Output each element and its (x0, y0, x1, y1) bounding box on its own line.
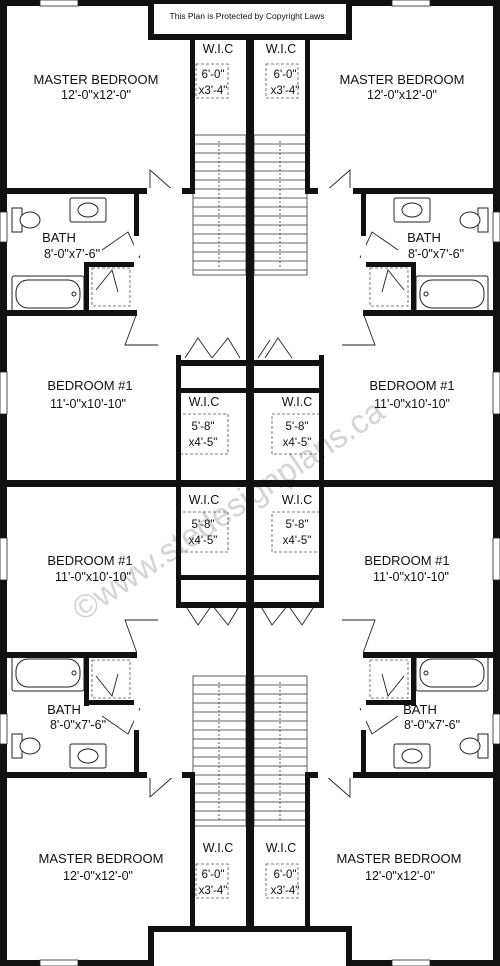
wic-master-bl-name: W.I.C (203, 841, 234, 855)
bath-tr-name: BATH (407, 230, 441, 245)
bath-tl-size: 8'-0"x7'-6" (44, 247, 100, 261)
master-bedroom-tr-size: 12'-0"x12'-0" (367, 88, 437, 102)
wic-master-tl-width: 6'-0" (202, 69, 225, 81)
bedroom-1-bl-size: 11'-0"x10'-10" (55, 570, 131, 584)
bath-bl-size: 8'-0"x7'-6" (50, 718, 106, 732)
bath-tl-name: BATH (42, 230, 76, 245)
wic-master-tr-depth: x3'-4" (271, 85, 300, 97)
wic-bedroom-tl-name: W.I.C (189, 395, 220, 409)
wic-bedroom-bl-name: W.I.C (189, 493, 220, 507)
wic-master-br-depth: x3'-4" (271, 885, 300, 897)
wic-master-bl-depth: x3'-4" (199, 885, 228, 897)
copyright-notice: This Plan is Protected by Copyright Laws (170, 11, 325, 21)
wic-bedroom-br-name: W.I.C (282, 493, 313, 507)
bath-br-name: BATH (403, 702, 437, 717)
master-bedroom-bl-name: MASTER BEDROOM (39, 851, 164, 866)
bedroom-1-tl-name: BEDROOM #1 (47, 378, 132, 393)
bath-bl-name: BATH (47, 702, 81, 717)
wic-master-tl-depth: x3'-4" (199, 85, 228, 97)
wic-bedroom-br-depth: x4'-5" (283, 535, 312, 547)
bedroom-1-bl-name: BEDROOM #1 (47, 553, 132, 568)
bath-tr-size: 8'-0"x7'-6" (408, 247, 464, 261)
bath-fixtures (11, 197, 489, 769)
door-openings (134, 188, 366, 778)
master-bedroom-br-size: 12'-0"x12'-0" (365, 869, 435, 883)
wic-bedroom-tr-name: W.I.C (282, 395, 313, 409)
bedroom-1-tl-size: 11'-0"x10'-10" (50, 397, 126, 411)
bedroom-1-tr-size: 11'-0"x10'-10" (374, 397, 450, 411)
master-bedroom-tl-size: 12'-0"x12'-0" (61, 88, 131, 102)
door-swings (95, 169, 405, 798)
bedroom-1-br-name: BEDROOM #1 (364, 553, 449, 568)
wic-master-tl-name: W.I.C (203, 42, 234, 56)
bedroom-1-tr-name: BEDROOM #1 (369, 378, 454, 393)
wic-master-bl-width: 6'-0" (202, 869, 225, 881)
wic-master-br-width: 6'-0" (274, 869, 297, 881)
master-bedroom-tr-name: MASTER BEDROOM (340, 72, 465, 87)
wic-bedroom-br-width: 5'-8" (286, 519, 309, 531)
master-bedroom-br-name: MASTER BEDROOM (337, 851, 462, 866)
wic-bedroom-tl-depth: x4'-5" (189, 437, 218, 449)
wic-bedroom-tr-width: 5'-8" (286, 421, 309, 433)
master-bedroom-bl-size: 12'-0"x12'-0" (63, 869, 133, 883)
wic-master-br-name: W.I.C (266, 841, 297, 855)
master-bedroom-tl-name: MASTER BEDROOM (34, 72, 159, 87)
wic-master-tr-name: W.I.C (266, 42, 297, 56)
wic-bedroom-bl-width: 5'-8" (192, 519, 215, 531)
wic-bedroom-tl-width: 5'-8" (192, 421, 215, 433)
wic-bedroom-tr-depth: x4'-5" (283, 437, 312, 449)
wic-master-tr-width: 6'-0" (274, 69, 297, 81)
bedroom-1-br-size: 11'-0"x10'-10" (373, 570, 449, 584)
bath-br-size: 8'-0"x7'-6" (404, 718, 460, 732)
wic-bedroom-bl-depth: x4'-5" (189, 535, 218, 547)
